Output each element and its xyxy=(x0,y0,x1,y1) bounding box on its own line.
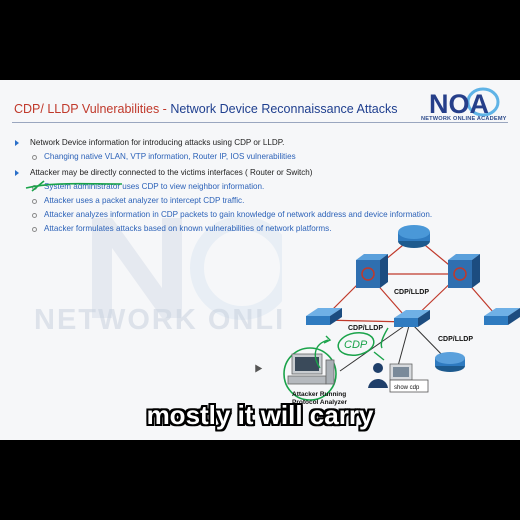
switch-icon xyxy=(306,308,342,325)
bullet-item: Changing native VLAN, VTP information, R… xyxy=(14,151,504,162)
attacker-label-line1: Attacker Running xyxy=(292,391,346,398)
video-caption: mostly it will carry xyxy=(146,400,374,430)
show-cdp-label: show cdp xyxy=(394,385,420,391)
logo-subtitle: NETWORK ONLINE ACADEMY xyxy=(421,116,507,122)
pen-annotation-underline xyxy=(25,180,123,192)
link-label: CDP/LLDP xyxy=(348,325,383,332)
watermark-logo xyxy=(92,216,282,320)
bullet-item: Attacker uses a packet analyzer to inter… xyxy=(14,195,504,206)
slide-title-part2: Network Device Reconnaissance Attacks xyxy=(170,102,398,116)
handwritten-note: CDP xyxy=(344,339,368,351)
host-icon xyxy=(435,352,465,372)
logo-lettering: NOA xyxy=(429,89,489,119)
attacker-computer-icon xyxy=(287,353,335,385)
switch-icon xyxy=(484,308,520,325)
bullet-item: Attacker formulates attacks based on kno… xyxy=(14,223,504,234)
show-cdp-callout: show cdp xyxy=(389,379,429,393)
multilayer-switch-icon xyxy=(448,254,480,288)
switch-icon xyxy=(394,310,430,327)
title-divider xyxy=(12,122,508,123)
bullet-item: Attacker may be directly connected to th… xyxy=(14,167,504,178)
bullet-list: Network Device information for introduci… xyxy=(14,132,504,234)
mouse-cursor-icon xyxy=(251,362,263,373)
multilayer-switch-icon xyxy=(356,254,388,288)
watermark-text: NETWORK ONLI xyxy=(34,304,286,336)
noa-logo: NOA xyxy=(429,87,500,119)
bullet-item: Attacker analyzes information in CDP pac… xyxy=(14,209,504,220)
network-diagram: CDP/LLDP CDP/LLDP CDP/LLDP CDP show cdp xyxy=(283,225,520,406)
attacker-label-line2: Protocol Analyzer xyxy=(292,399,347,406)
presentation-slide: NETWORK ONLI CDP/ LLDP Vulnerabilities -… xyxy=(0,80,520,440)
slide-title-part1: CDP/ LLDP Vulnerabilities - xyxy=(14,102,171,116)
bullet-item: Network Device information for introduci… xyxy=(14,137,504,148)
router-icon xyxy=(398,225,430,248)
link-label: CDP/LLDP xyxy=(438,336,473,343)
admin-workstation-icon xyxy=(368,363,413,388)
link-label: CDP/LLDP xyxy=(394,289,429,296)
slide-title: CDP/ LLDP Vulnerabilities - Network Devi… xyxy=(14,102,398,116)
pen-annotation-circle xyxy=(283,347,337,401)
